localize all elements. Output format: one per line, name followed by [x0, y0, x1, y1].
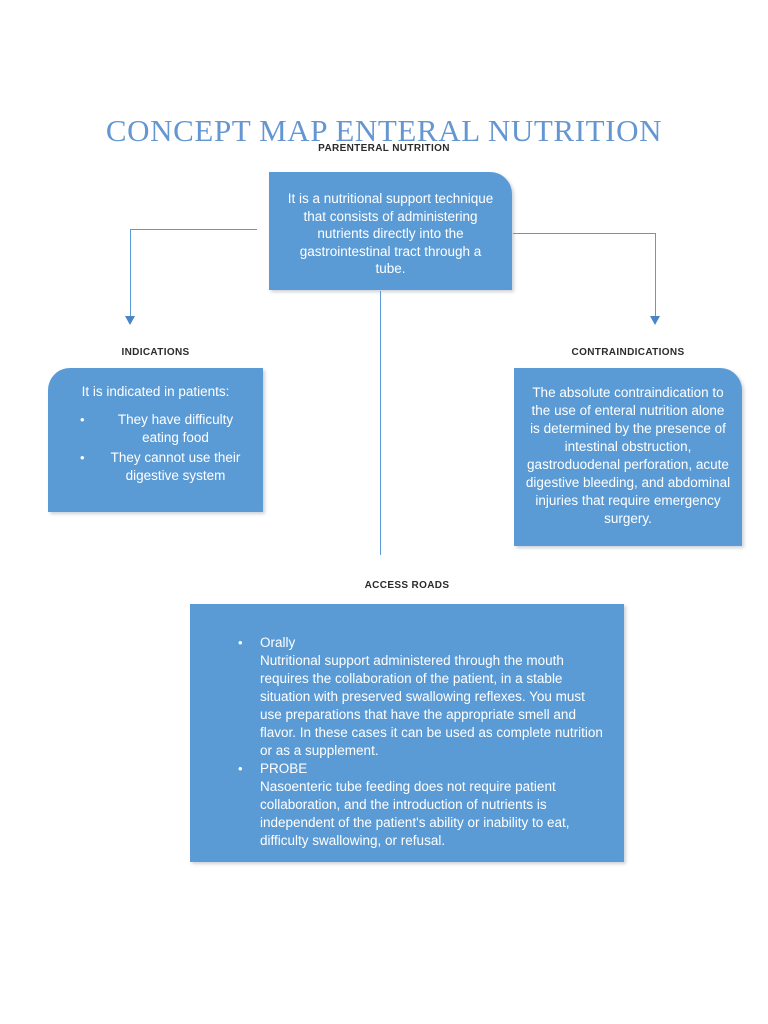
connector-center-vertical [380, 291, 382, 555]
arrowhead-right-icon [650, 316, 660, 325]
list-item: Orally Nutritional support administered … [238, 634, 610, 760]
list-item: They have difficulty eating food [80, 411, 249, 447]
label-access-roads: ACCESS ROADS [364, 580, 450, 591]
access-road-body: Nasoenteric tube feeding does not requir… [260, 779, 570, 848]
node-main-text: It is a nutritional support technique th… [287, 191, 494, 276]
indications-lead-text: It is indicated in patients: [81, 384, 230, 399]
connector-right-horizontal [513, 233, 656, 235]
node-access-roads: Orally Nutritional support administered … [190, 604, 624, 862]
list-item: They cannot use their digestive system [80, 449, 249, 485]
label-contraindications: CONTRAINDICATIONS [571, 347, 685, 358]
contraindications-text: The absolute contraindication to the use… [525, 385, 731, 526]
label-parenteral-nutrition: PARENTERAL NUTRITION [318, 143, 450, 154]
access-road-title: PROBE [260, 761, 308, 776]
connector-right-vertical [655, 233, 657, 317]
indications-bullet-list: They have difficulty eating food They ca… [58, 411, 253, 485]
node-indications: It is indicated in patients: They have d… [48, 368, 263, 512]
node-parenteral-nutrition-definition: It is a nutritional support technique th… [269, 172, 512, 290]
access-road-body: Nutritional support administered through… [260, 653, 603, 758]
list-item: PROBE Nasoenteric tube feeding does not … [238, 760, 610, 850]
access-roads-bullet-list: Orally Nutritional support administered … [204, 634, 610, 850]
arrowhead-left-icon [125, 316, 135, 325]
label-indications: INDICATIONS [121, 347, 190, 358]
node-contraindications: The absolute contraindication to the use… [514, 368, 742, 546]
access-road-title: Orally [260, 635, 296, 650]
connector-left-horizontal [130, 229, 257, 231]
connector-left-vertical [130, 229, 132, 317]
page-title: CONCEPT MAP ENTERAL NUTRITION [105, 112, 663, 148]
